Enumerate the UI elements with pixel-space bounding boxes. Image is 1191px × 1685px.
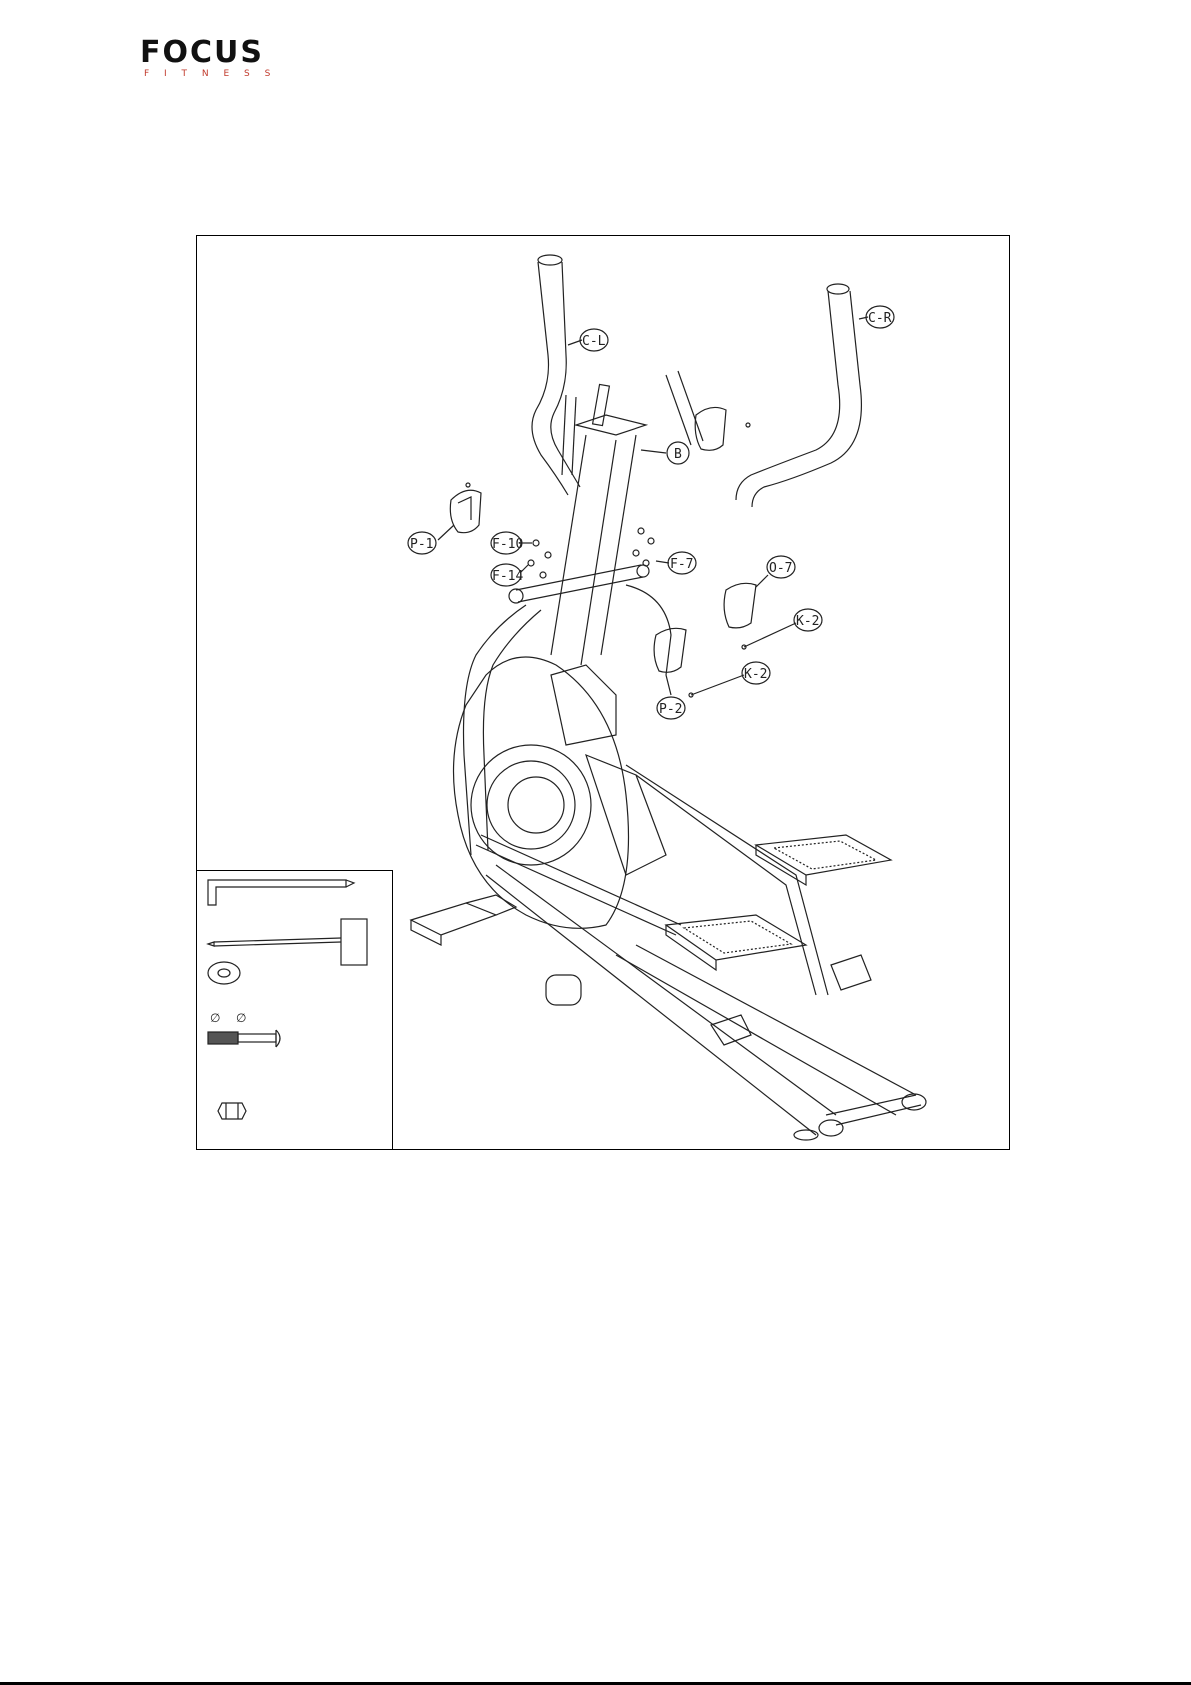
- svg-text:B: B: [674, 447, 682, 462]
- side-cover-o7: [724, 583, 756, 628]
- pedal-arms: [476, 765, 828, 995]
- hardware-inset: ∅ ∅: [208, 880, 367, 1119]
- callout-f-10: F-10: [491, 532, 532, 554]
- focus-fitness-logo-icon: FOCUS F I T N E S S: [140, 38, 340, 78]
- side-cover-p2: [654, 628, 686, 672]
- svg-text:C-L: C-L: [582, 334, 606, 349]
- assembly-drawing: C-L C-R B P-1 F-10 F-14: [196, 235, 1010, 1150]
- front-stabilizer: [411, 895, 516, 945]
- logo-tagline: F I T N E S S: [144, 69, 276, 78]
- svg-text:P-1: P-1: [410, 537, 433, 552]
- brand-logo: FOCUS F I T N E S S: [140, 38, 340, 78]
- lower-arms: [464, 585, 672, 855]
- cross-tube: [509, 565, 649, 603]
- diameter-label-b: ∅: [236, 1011, 246, 1025]
- rails: [486, 865, 926, 1140]
- elliptical-trainer-drawing: C-L C-R B P-1 F-10 F-14: [196, 235, 1010, 1150]
- bolt-icon: [208, 1030, 280, 1047]
- side-cover-top-right: [695, 407, 726, 450]
- side-cover-p1: [450, 490, 481, 532]
- svg-text:C-R: C-R: [868, 311, 892, 326]
- svg-text:F-10: F-10: [492, 537, 523, 552]
- washer-icon: [208, 962, 240, 984]
- callout-k-2-lower: K-2: [691, 662, 770, 695]
- allen-wrench-icon: [208, 880, 354, 905]
- callout-p-2: P-2: [657, 675, 685, 719]
- rollers: [546, 955, 871, 1045]
- svg-text:F-14: F-14: [492, 569, 523, 584]
- screwdriver-wrench-icon: [208, 919, 367, 965]
- nut-icon: [218, 1103, 246, 1119]
- callout-f-7: F-7: [656, 552, 696, 574]
- callout-c-l: C-L: [568, 329, 608, 351]
- diameter-label-a: ∅: [210, 1011, 220, 1025]
- svg-text:K-2: K-2: [744, 667, 767, 682]
- callout-b: B: [641, 442, 689, 464]
- logo-brand: FOCUS: [140, 38, 264, 70]
- svg-text:O-7: O-7: [769, 561, 792, 576]
- callout-o-7: O-7: [756, 556, 795, 587]
- right-handlebar: [736, 284, 861, 507]
- callout-p-1: P-1: [408, 525, 454, 554]
- fasteners: [466, 423, 750, 697]
- svg-text:P-2: P-2: [659, 702, 682, 717]
- svg-text:K-2: K-2: [796, 614, 819, 629]
- left-pedal: [666, 915, 806, 970]
- callout-k-2-upper: K-2: [744, 609, 822, 647]
- svg-text:F-7: F-7: [670, 557, 693, 572]
- center-mast: [551, 371, 703, 665]
- callout-f-14: F-14: [491, 564, 528, 586]
- callout-c-r: C-R: [859, 306, 894, 328]
